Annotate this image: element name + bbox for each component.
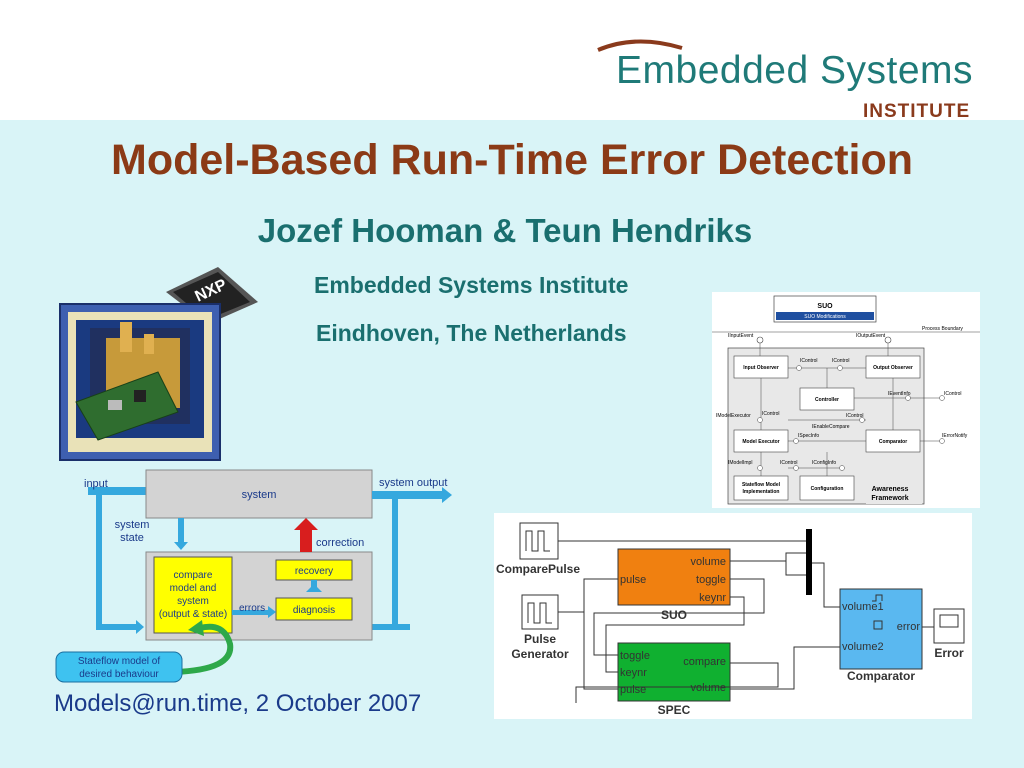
svg-text:Stateflow Model: Stateflow Model [742,482,781,488]
svg-text:volume2: volume2 [842,641,884,653]
svg-text:IControl: IControl [846,413,864,419]
svg-text:IControl: IControl [832,358,850,364]
location: Eindhoven, The Netherlands [316,320,627,346]
svg-text:IErrorNotify: IErrorNotify [942,433,968,439]
institution: Embedded Systems Institute [314,272,629,298]
svg-text:IModelImpl: IModelImpl [728,460,752,466]
flow-stateflow-2: desired behaviour [79,669,159,680]
flow-compare-3: system [177,596,209,607]
sim-error-label: Error [934,646,964,660]
svg-text:pulse: pulse [620,574,646,586]
svg-text:keynr: keynr [699,592,726,604]
svg-text:Model Executor: Model Executor [742,439,779,445]
flow-system-state-2: state [120,532,144,544]
flow-compare-2: model and [170,583,217,594]
architecture-diagram: SUO SUO Modifications Process Boundary I… [712,292,980,508]
footer-event: Models@run.time, 2 October 2007 [54,690,422,717]
flow-compare-1: compare [174,570,213,581]
logo-name: Embedded Systems [616,49,974,92]
sim-spec-label: SPEC [658,703,691,717]
tv-board-photo: NXP [59,267,258,461]
svg-text:IControl: IControl [780,460,798,466]
svg-text:keynr: keynr [620,667,647,679]
svg-text:IEnableCompare: IEnableCompare [812,424,850,430]
svg-text:Controller: Controller [815,397,839,403]
svg-text:toggle: toggle [696,574,726,586]
svg-text:IConfigInfo: IConfigInfo [812,460,836,466]
svg-text:Input Observer: Input Observer [743,365,779,371]
svg-text:Comparator: Comparator [879,439,907,445]
svg-text:volume: volume [691,556,726,568]
svg-text:ISpecInfo: ISpecInfo [798,433,819,439]
svg-text:toggle: toggle [620,650,650,662]
flow-input-label: input [84,478,108,490]
svg-text:IInputEvent: IInputEvent [728,333,754,339]
sim-comparator-label: Comparator [847,669,915,683]
svg-text:Generator: Generator [511,647,569,661]
svg-text:SUO Modifications: SUO Modifications [804,314,846,320]
flow-errors-label: errors [239,603,265,614]
svg-text:IControl: IControl [944,391,962,397]
svg-text:Output Observer: Output Observer [873,365,913,371]
slide-title: Model-Based Run-Time Error Detection [111,136,913,184]
svg-text:Framework: Framework [871,495,908,502]
flow-diagnosis-box: diagnosis [293,605,335,616]
flow-correction-label: correction [316,537,364,549]
sim-suo-label: SUO [661,608,687,622]
svg-text:SUO: SUO [817,303,833,310]
svg-text:Awareness: Awareness [872,486,909,493]
sim-compare-pulse: ComparePulse [496,562,580,576]
svg-text:IModelExecutor: IModelExecutor [716,413,751,419]
flow-stateflow-1: Stateflow model of [78,656,160,667]
svg-text:IControl: IControl [762,411,780,417]
svg-text:Implementation: Implementation [743,489,780,495]
header-band: Embedded Systems INSTITUTE [0,0,1024,122]
logo-arc-icon [597,39,683,52]
simulink-diagram: ComparePulse Pulse Generator pulse volum… [494,513,972,719]
svg-text:IControl: IControl [800,358,818,364]
svg-text:pulse: pulse [620,684,646,696]
svg-text:compare: compare [683,656,726,668]
flow-system-state-1: system [115,519,150,531]
slide-authors: Jozef Hooman & Teun Hendriks [257,212,753,249]
svg-text:Pulse: Pulse [524,632,556,646]
svg-text:error: error [897,621,921,633]
flow-output-label: system output [379,477,447,489]
logo-subtitle: INSTITUTE [863,101,971,122]
svg-text:volume1: volume1 [842,601,884,613]
error-detection-flow: input system system output system state … [55,469,452,683]
svg-text:IOutputEvent: IOutputEvent [856,333,886,339]
flow-compare-4: (output & state) [159,609,227,620]
svg-text:volume: volume [691,682,726,694]
svg-text:IEventInfo: IEventInfo [888,391,911,397]
svg-text:Configuration: Configuration [811,486,844,492]
svg-text:Process Boundary: Process Boundary [922,326,963,332]
flow-system-box: system [242,489,277,501]
flow-recovery-box: recovery [295,566,333,577]
